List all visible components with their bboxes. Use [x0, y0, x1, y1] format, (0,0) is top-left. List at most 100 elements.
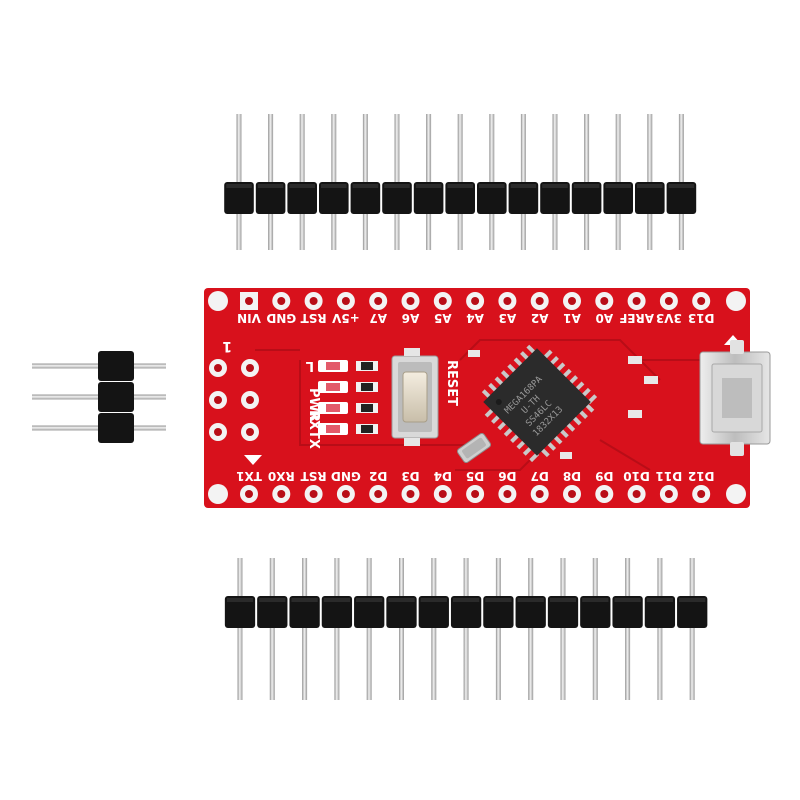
pcb-body	[204, 288, 750, 508]
led-label-pwr: PWR	[306, 388, 321, 422]
top-header-plastic-highlight	[542, 184, 568, 188]
bottom-pin-label: D2	[369, 469, 387, 483]
top-pad-hole	[341, 297, 350, 305]
bottom-header-pin	[495, 558, 501, 700]
bottom-header-plastic-segment	[612, 596, 643, 628]
led-rx	[318, 423, 348, 435]
bottom-pad-hole	[600, 490, 609, 498]
top-pin-label: A3	[499, 311, 517, 325]
mounting-hole	[726, 291, 746, 311]
resistor-array	[356, 361, 378, 434]
reset-button[interactable]	[391, 348, 439, 446]
bottom-header-pin	[657, 558, 663, 700]
icsp-pads	[209, 359, 259, 441]
top-pad-hole	[309, 297, 318, 305]
top-header-plastic-segment	[635, 182, 665, 214]
bottom-header-plastic-highlight	[679, 598, 706, 602]
top-header-plastic-highlight	[605, 184, 631, 188]
top-header-plastic-highlight	[321, 184, 347, 188]
icsp-pad-hole	[214, 396, 222, 404]
top-header-plastic-segment	[350, 182, 381, 214]
bottom-header-plastic-highlight	[323, 598, 351, 602]
bottom-header-plastic-highlight	[517, 598, 544, 602]
bottom-header-plastic-highlight	[420, 598, 447, 602]
top-pad-hole	[600, 297, 609, 305]
top-header-plastic-highlight	[668, 184, 695, 188]
led-label-tx: TX	[306, 430, 321, 449]
top-pin-label: 3V3	[656, 311, 682, 325]
bottom-pad-row	[240, 485, 711, 503]
bottom-header-plastic-highlight	[388, 598, 415, 602]
mounting-hole	[208, 291, 228, 311]
top-pin-label: A0	[595, 311, 613, 325]
pin-one-marker: 1	[222, 338, 232, 354]
top-pad-hole	[535, 297, 544, 305]
bottom-header-pin	[237, 558, 243, 700]
top-pin-label: RST	[300, 311, 327, 325]
bottom-header-plastic-segment	[677, 596, 708, 628]
crystal-oscillator	[456, 432, 492, 464]
bottom-header-plastic-highlight	[614, 598, 641, 602]
top-pad-hole	[277, 297, 286, 305]
icsp-pad-hole	[246, 396, 254, 404]
top-header-plastic-highlight	[510, 184, 537, 188]
bottom-pin-label: D12	[688, 469, 715, 483]
bottom-pad-hole	[341, 490, 350, 498]
top-pin-label: A5	[434, 311, 452, 325]
bottom-header-plastic-highlight	[259, 598, 286, 602]
bottom-pin-label: D9	[595, 469, 613, 483]
bottom-header-plastic-highlight	[452, 598, 480, 602]
led-label-rx: RX	[306, 410, 321, 430]
top-pad-hole	[406, 297, 415, 305]
top-header-plastic-segment	[287, 182, 317, 214]
bottom-pad-hole	[374, 490, 383, 498]
bottom-pad-hole	[245, 490, 253, 498]
bottom-pad-hole	[438, 490, 447, 498]
top-header-plastic-highlight	[447, 184, 473, 188]
bottom-pin-label: D7	[531, 469, 549, 483]
top-header-plastic-highlight	[352, 184, 379, 188]
bottom-pin-label: RST	[300, 469, 327, 483]
bottom-header-pin	[431, 558, 437, 700]
micro-usb-port[interactable]	[699, 340, 771, 456]
bottom-pin-header	[224, 558, 708, 700]
bottom-header-plastic-segment	[354, 596, 385, 628]
bottom-header-plastic-segment	[515, 596, 546, 628]
top-pad-hole	[632, 297, 641, 305]
bottom-header-plastic-segment	[289, 596, 320, 628]
bottom-header-plastic-segment	[547, 596, 579, 628]
bottom-header-plastic-segment	[418, 596, 449, 628]
mounting-hole	[208, 484, 228, 504]
top-pin-label: A7	[369, 311, 387, 325]
top-header-plastic-segment	[445, 182, 475, 214]
top-header-plastic-segment	[508, 182, 539, 214]
bottom-header-pin	[302, 558, 308, 700]
top-header-plastic-segment	[255, 182, 286, 214]
bottom-header-pin	[689, 558, 695, 700]
top-pad-hole	[568, 297, 576, 305]
top-pad-row	[208, 291, 746, 504]
bottom-pad-hole	[535, 490, 544, 498]
bottom-header-plastic-segment	[321, 596, 353, 628]
top-header-plastic-segment	[666, 182, 697, 214]
bottom-header-plastic-segment	[483, 596, 514, 628]
icsp-pad-hole	[214, 364, 222, 372]
led-l	[318, 360, 348, 372]
bottom-header-plastic-segment	[644, 596, 676, 628]
top-pad-hole	[438, 297, 447, 305]
top-header-plastic-highlight	[226, 184, 252, 188]
top-header-plastic-segment	[382, 182, 412, 214]
top-pin-label: AREF	[619, 311, 654, 325]
bottom-pin-label: TX1	[236, 469, 262, 483]
top-header-plastic-highlight	[289, 184, 315, 188]
led-tx	[318, 402, 348, 414]
bottom-pin-label: D3	[401, 469, 419, 483]
icsp-pad-hole	[246, 364, 254, 372]
bottom-pin-label: D8	[563, 469, 581, 483]
bottom-pin-label: D10	[623, 469, 650, 483]
top-pin-label: A4	[466, 311, 484, 325]
bottom-header-plastic-highlight	[582, 598, 609, 602]
